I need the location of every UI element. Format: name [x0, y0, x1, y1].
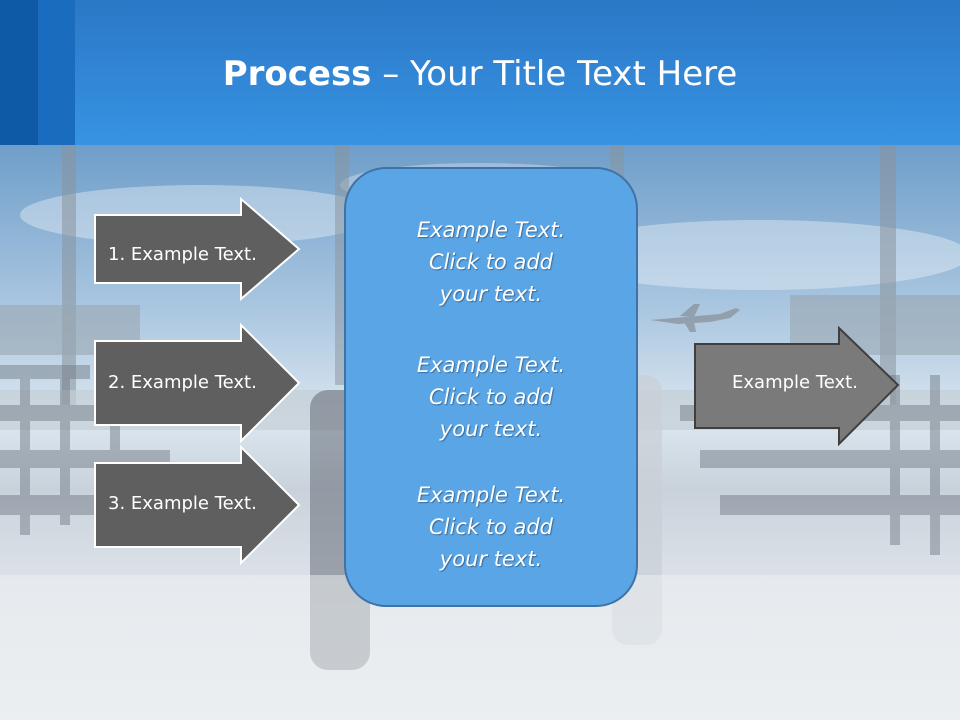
slide-title[interactable]: Process – Your Title Text Here — [0, 52, 960, 96]
step-arrow-label: 1. Example Text. — [108, 244, 257, 265]
right-arrow-shape — [694, 325, 900, 447]
right-arrow-shape — [94, 196, 301, 302]
step-arrow-label: 3. Example Text. — [108, 493, 257, 514]
slide-title-rest: – Your Title Text Here — [371, 54, 738, 94]
center-text-block-2: Example Text. Click to add your text. — [416, 353, 566, 441]
airplane-icon — [650, 304, 740, 332]
header-accent-stripe-light — [38, 0, 75, 145]
center-text-block-1: Example Text. Click to add your text. — [416, 218, 566, 306]
center-content-box[interactable]: Example Text. Click to add your text. Ex… — [344, 167, 638, 607]
right-arrow-shape — [94, 322, 301, 444]
step-arrow-label: 2. Example Text. — [108, 372, 257, 393]
header-banner: Process – Your Title Text Here — [0, 0, 960, 145]
slide-title-bold: Process — [222, 54, 372, 94]
right-arrow-shape — [94, 444, 301, 566]
step-arrow-3[interactable]: 3. Example Text. — [94, 444, 301, 566]
step-arrow-1[interactable]: 1. Example Text. — [94, 196, 301, 302]
header-accent-stripe — [0, 0, 38, 145]
center-text-block-3: Example Text. Click to add your text. — [416, 483, 566, 571]
step-arrow-2[interactable]: 2. Example Text. — [94, 322, 301, 444]
output-arrow-label: Example Text. — [732, 372, 858, 393]
output-arrow[interactable]: Example Text. — [694, 325, 900, 447]
